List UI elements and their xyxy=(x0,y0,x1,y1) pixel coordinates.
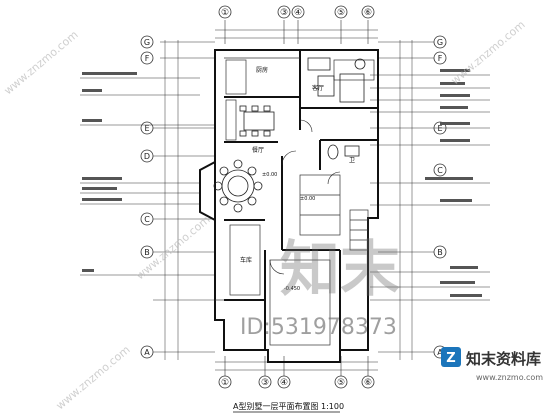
building-walls xyxy=(199,49,379,363)
grid-bubble-right-c: C xyxy=(437,166,443,175)
room-label-dining: 餐厅 xyxy=(252,146,264,154)
room-label-living: 客厅 xyxy=(312,84,324,92)
grid-bubble-top-1: ① xyxy=(221,8,229,18)
big-logo-text: 知末 xyxy=(280,235,400,305)
room-label-wc: 卫 xyxy=(349,157,355,164)
grid-bubble-top-3: ③ xyxy=(280,8,288,18)
grid-bubble-bottom-1: ① xyxy=(221,378,229,388)
top-dimension-lines xyxy=(215,20,378,44)
sofa-set xyxy=(307,57,366,103)
right-annotation-blocks xyxy=(425,69,482,297)
dining-table xyxy=(239,105,275,137)
level-mark-3: -0.450 xyxy=(284,286,300,292)
big-logo-watermark: 知末 xyxy=(280,235,400,305)
room-labels: 厨房 餐厅 客厅 卫 车库 xyxy=(240,66,355,264)
room-label-garage: 车库 xyxy=(240,256,252,264)
interior-lines xyxy=(215,57,375,346)
drawing-title: A型别墅一层平面布置图 1:100 xyxy=(233,401,344,411)
url-watermark-top-left: www.znzmo.com xyxy=(2,28,81,97)
grid-bubble-left-c: C xyxy=(144,215,150,224)
brand-name-cn: 知末资料库 xyxy=(466,350,541,368)
bottom-dimension-lines xyxy=(215,356,378,376)
level-mark-1: ±0.00 xyxy=(262,172,277,178)
grid-bubble-left-e: E xyxy=(144,124,149,133)
doors xyxy=(269,119,341,275)
grid-bubble-bottom-3: ③ xyxy=(261,378,269,388)
url-watermark-bottom-left: www.znzmo.com xyxy=(54,343,133,412)
bottom-grid-bubbles: ① ③ ④ ⑤ ⑥ xyxy=(218,375,375,389)
grid-bubble-left-f: F xyxy=(145,54,150,63)
left-leader-lines xyxy=(80,40,215,360)
grid-bubble-left-g: G xyxy=(144,38,150,47)
left-grid-bubbles: G F E D C B A xyxy=(140,35,154,359)
grid-bubble-right-b: B xyxy=(437,248,443,257)
id-watermark: ID:531978373 xyxy=(240,315,397,340)
left-annotation-blocks xyxy=(82,72,137,272)
grid-bubble-right-a: A xyxy=(437,348,443,357)
grid-bubble-left-a: A xyxy=(144,348,150,357)
top-grid-bubbles: ① ③ ④ ⑤ ⑥ xyxy=(218,5,375,19)
level-mark-2: ±0.00 xyxy=(300,196,315,202)
grid-bubble-right-g: G xyxy=(437,38,443,47)
round-table xyxy=(213,159,263,213)
svg-text:Z: Z xyxy=(446,351,455,366)
room-label-kitchen: 厨房 xyxy=(256,66,268,74)
grid-bubble-bottom-5: ⑤ xyxy=(337,378,345,388)
brand-logo: Z 知末资料库 www.znzmo.com xyxy=(441,347,543,382)
grid-bubble-top-5: ⑤ xyxy=(337,8,345,18)
grid-bubble-left-b: B xyxy=(144,248,150,257)
grid-bubble-left-d: D xyxy=(144,152,150,161)
grid-bubble-right-f: F xyxy=(438,54,443,63)
grid-bubble-top-6: ⑥ xyxy=(364,8,372,18)
grid-bubble-top-4: ④ xyxy=(294,8,302,18)
brand-url-small: www.znzmo.com xyxy=(476,373,543,382)
grid-bubble-right-e: E xyxy=(437,124,442,133)
bathroom-fixtures xyxy=(327,144,360,160)
level-marks: ±0.00 ±0.00 -0.450 xyxy=(262,172,315,292)
url-watermark-top-right: www.znzmo.com xyxy=(449,18,528,87)
grid-bubble-bottom-4: ④ xyxy=(280,378,288,388)
grid-bubble-bottom-6: ⑥ xyxy=(364,378,372,388)
right-leader-lines xyxy=(370,40,490,360)
